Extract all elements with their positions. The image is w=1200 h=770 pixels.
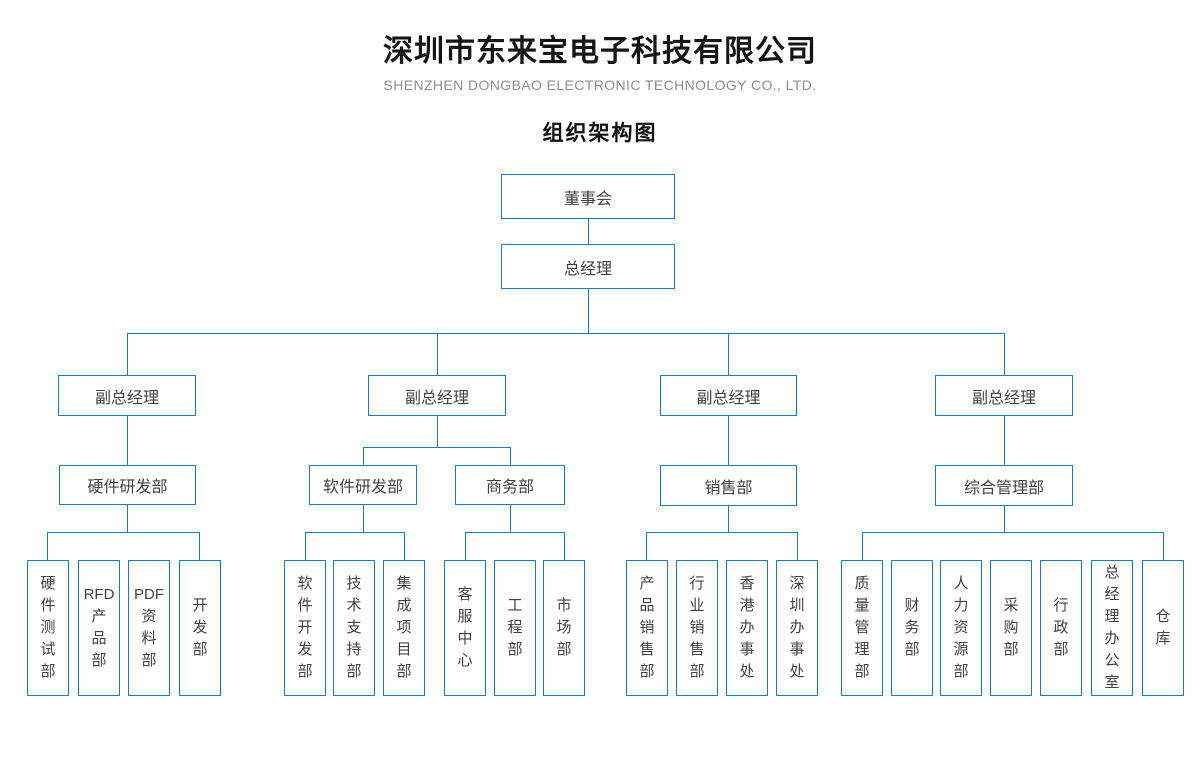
connector-v (437, 416, 438, 447)
connector-v (127, 505, 128, 532)
node-shenzhen-office: 深 圳 办 事 处 (776, 560, 818, 696)
node-vice-gm-1: 副总经理 (58, 375, 196, 416)
chart-title: 组织架构图 (542, 122, 658, 145)
company-name-en: SHENZHEN DONGBAO ELECTRONIC TECHNOLOGY C… (383, 77, 817, 93)
connector-v (127, 416, 128, 465)
connector-v (728, 416, 729, 465)
connector-v (127, 333, 128, 375)
node-product-sales-dept: 产 品 销 售 部 (626, 560, 668, 696)
node-hongkong-office: 香 港 办 事 处 (726, 560, 768, 696)
connector-v (1163, 532, 1164, 560)
connector-v (363, 505, 364, 532)
connector-v (404, 532, 405, 560)
node-engineering-dept: 工 程 部 (494, 560, 536, 696)
node-vice-gm-4: 副总经理 (935, 375, 1073, 416)
connector-v (797, 532, 798, 560)
node-industry-sales-dept: 行 业 销 售 部 (676, 560, 718, 696)
connector-v (588, 219, 589, 244)
node-general-mgmt-dept: 综合管理部 (935, 465, 1073, 506)
node-vice-gm-3: 副总经理 (660, 375, 797, 416)
node-hr-dept: 人 力 资 源 部 (940, 560, 982, 696)
node-warehouse: 仓 库 (1142, 560, 1184, 696)
node-marketing-dept: 市 场 部 (543, 560, 585, 696)
connector-v (363, 447, 364, 465)
node-integration-project-dept: 集 成 项 目 部 (383, 560, 425, 696)
node-vice-gm-2: 副总经理 (368, 375, 506, 416)
connector-v (437, 333, 438, 375)
connector-v (465, 532, 466, 560)
node-admin-dept: 行 政 部 (1040, 560, 1082, 696)
connector-h (363, 447, 510, 448)
connector-h (465, 532, 565, 533)
connector-h (47, 532, 200, 533)
connector-v (305, 532, 306, 560)
connector-v (510, 447, 511, 465)
node-sales-dept: 销售部 (660, 465, 797, 506)
connector-v (588, 288, 589, 333)
connector-h (646, 532, 798, 533)
connector-v (1004, 506, 1005, 532)
connector-h (127, 333, 1005, 334)
connector-v (510, 505, 511, 532)
node-development-dept: 开 发 部 (179, 560, 221, 696)
node-hardware-test-dept: 硬 件 测 试 部 (27, 560, 69, 696)
node-hardware-rd-dept: 硬件研发部 (59, 465, 196, 505)
connector-v (646, 532, 647, 560)
connector-v (862, 532, 863, 560)
node-board: 董事会 (501, 174, 675, 219)
node-quality-mgmt-dept: 质 量 管 理 部 (841, 560, 883, 696)
connector-v (728, 506, 729, 532)
connector-v (564, 532, 565, 560)
node-general-manager: 总经理 (501, 244, 675, 289)
node-customer-service-center: 客 服 中 心 (444, 560, 486, 696)
node-business-dept: 商务部 (455, 465, 565, 505)
node-gm-office: 总 经 理 办 公 室 (1091, 560, 1133, 696)
node-software-dev-dept: 软 件 开 发 部 (284, 560, 326, 696)
connector-v (199, 532, 200, 560)
connector-v (728, 333, 729, 375)
node-finance-dept: 财 务 部 (891, 560, 933, 696)
connector-v (47, 532, 48, 560)
connector-v (1004, 333, 1005, 375)
node-procurement-dept: 采 购 部 (990, 560, 1032, 696)
company-name-cn: 深圳市东来宝电子科技有限公司 (383, 35, 817, 68)
connector-h (862, 532, 1164, 533)
node-pdf-documentation-dept: PDF 资 料 部 (128, 560, 170, 696)
header: 深圳市东来宝电子科技有限公司 SHENZHEN DONGBAO ELECTRON… (0, 0, 1200, 147)
node-rfd-product-dept: RFD 产 品 部 (78, 560, 120, 696)
node-tech-support-dept: 技 术 支 持 部 (333, 560, 375, 696)
connector-h (305, 532, 405, 533)
node-software-rd-dept: 软件研发部 (309, 465, 417, 505)
connector-v (1004, 416, 1005, 465)
